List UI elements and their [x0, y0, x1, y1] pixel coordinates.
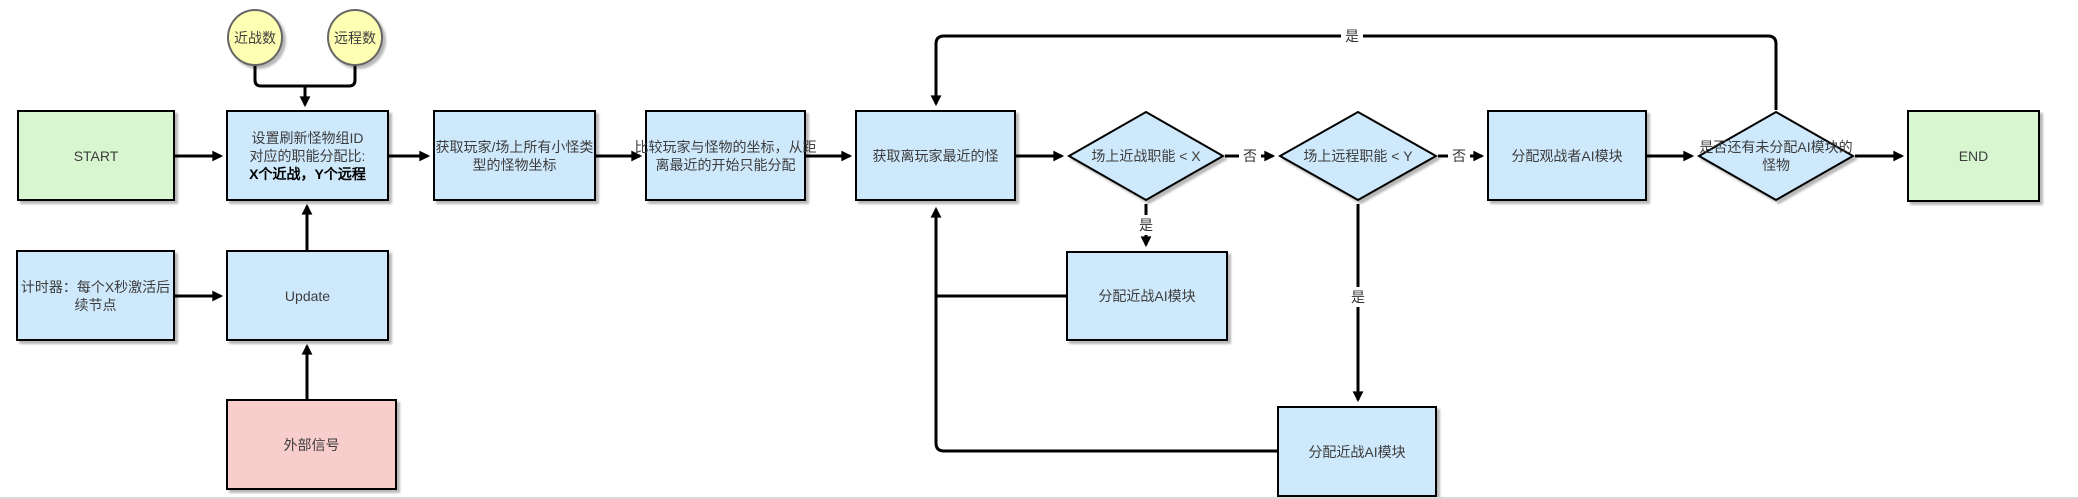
process-assign-observer[interactable]: 分配观战者AI模块 — [1487, 110, 1647, 201]
decision-remaining-check[interactable]: 是否还有未分配AI模块的怪物 — [1697, 110, 1855, 202]
process-compare[interactable]: 比较玩家与怪物的坐标，从距离最近的开始只能分配 — [635, 110, 817, 201]
end-node[interactable]: END — [1907, 110, 2040, 202]
assign-melee-1-label: 分配近战AI模块 — [1098, 288, 1196, 304]
edge-label-yes-ranged: 是 — [1347, 287, 1369, 307]
process-assign-melee-1[interactable]: 分配近战AI模块 — [1066, 251, 1228, 341]
assign-observer-label: 分配观战者AI模块 — [1511, 147, 1623, 164]
edge-label-no-ranged: 否 — [1448, 146, 1470, 166]
connector-circles-bracket — [253, 66, 357, 88]
process-get-coords[interactable]: 获取玩家/场上所有小怪类型的怪物坐标 — [433, 110, 596, 201]
start-node[interactable]: START — [17, 110, 175, 201]
set-ratio-label: 设置刷新怪物组ID 对应的职能分配比: X个近战，Y个远程 — [249, 129, 366, 182]
assign-melee-2-label: 分配近战AI模块 — [1308, 443, 1406, 460]
edge-label-yes-melee: 是 — [1135, 215, 1157, 235]
ranged-count-label: 远程数 — [334, 29, 376, 46]
edge-label-yes-loop: 是 — [1341, 26, 1363, 46]
data-node-ranged-count[interactable]: 远程数 — [327, 9, 383, 66]
end-label: END — [1958, 148, 1989, 164]
edge-label-no-melee: 否 — [1239, 146, 1261, 166]
start-label: START — [73, 147, 119, 164]
process-assign-melee-2[interactable]: 分配近战AI模块 — [1277, 406, 1437, 497]
melee-count-label: 近战数 — [234, 29, 276, 46]
process-timer[interactable]: 计时器：每个X秒激活后续节点 — [16, 250, 175, 341]
process-set-ratio[interactable]: 设置刷新怪物组ID 对应的职能分配比: X个近战，Y个远程 — [226, 110, 389, 201]
data-node-melee-count[interactable]: 近战数 — [227, 9, 283, 66]
external-signal-node[interactable]: 外部信号 — [226, 399, 397, 490]
remaining-check-label: 是否还有未分配AI模块的怪物 — [1699, 139, 1853, 173]
connector-yes-loop-top — [930, 34, 1778, 110]
process-update[interactable]: Update — [226, 250, 389, 341]
external-signal-label: 外部信号 — [283, 436, 340, 453]
melee-check-label: 场上近战职能 < X — [1091, 148, 1201, 164]
update-label: Update — [284, 287, 331, 304]
get-nearest-label: 获取离玩家最近的怪 — [872, 147, 999, 164]
decision-melee-check[interactable]: 场上近战职能 < X — [1067, 110, 1225, 202]
compare-label: 比较玩家与怪物的坐标，从距离最近的开始只能分配 — [634, 138, 817, 173]
get-coords-label: 获取玩家/场上所有小怪类型的怪物坐标 — [435, 138, 594, 173]
decision-ranged-check[interactable]: 场上远程职能 < Y — [1278, 110, 1438, 202]
ranged-check-label: 场上远程职能 < Y — [1303, 148, 1413, 164]
timer-label: 计时器：每个X秒激活后续节点 — [20, 278, 171, 313]
connector-assign2-loop-to-get-nearest — [930, 206, 1277, 453]
process-get-nearest[interactable]: 获取离玩家最近的怪 — [855, 110, 1016, 201]
